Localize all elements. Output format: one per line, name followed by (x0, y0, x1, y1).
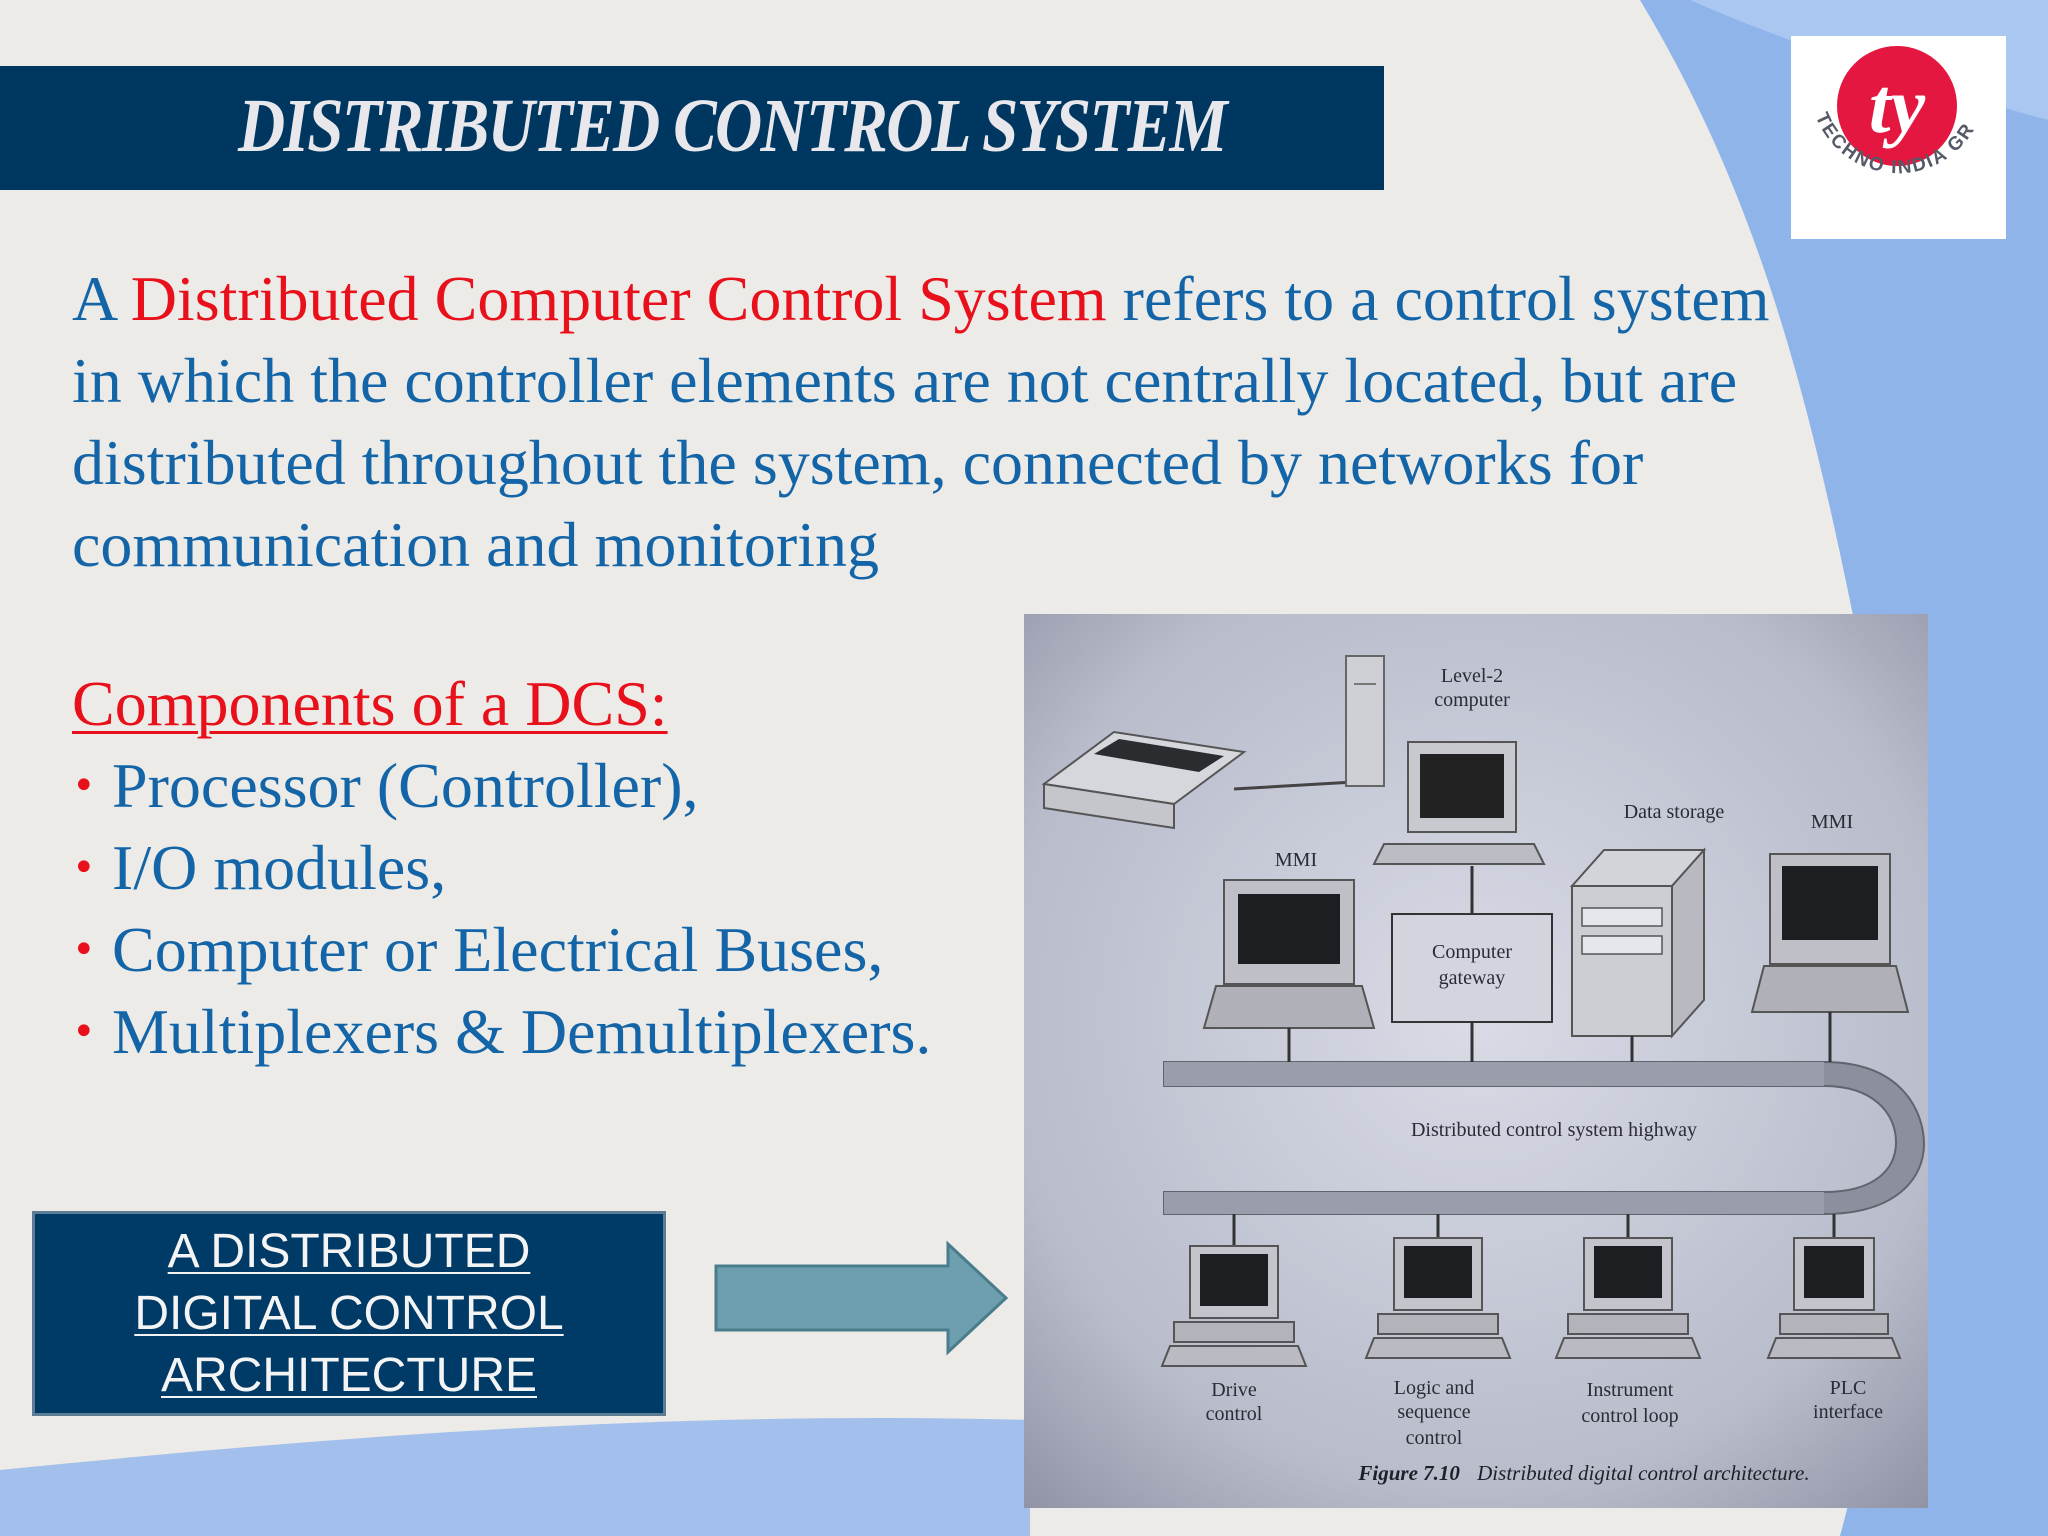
label-gateway-2: gateway (1439, 967, 1506, 989)
component-item: •Processor (Controller), (72, 745, 931, 827)
label-mmi-right: MMI (1811, 811, 1853, 833)
intro-highlight: Distributed Computer Control System (130, 263, 1107, 334)
label-plc-1: PLC (1830, 1377, 1867, 1399)
logic-sequence-computer-icon (1364, 1214, 1512, 1359)
techno-india-logo: ty TECHNO INDIA GROUP (1783, 20, 2006, 239)
level2-computer-icon (1372, 741, 1546, 865)
architecture-label-text: A DISTRIBUTED DIGITAL CONTROL ARCHITECTU… (134, 1224, 564, 1402)
dcs-architecture-figure: Level-2 computer Computer gateway MMI Da… (1024, 614, 1928, 1508)
label-instrument-2: control loop (1581, 1405, 1678, 1427)
bullet-icon: • (72, 845, 96, 891)
label-plc-2: interface (1813, 1401, 1883, 1423)
background-wave-bottom (0, 1418, 1030, 1536)
figure-caption-number: Figure 7.10 (1357, 1461, 1460, 1485)
bullet-icon: • (72, 927, 96, 973)
intro-rest: refers to a control system in which the … (72, 263, 1770, 580)
label-gateway-1: Computer (1432, 941, 1512, 963)
drive-control-computer-icon (1160, 1214, 1308, 1367)
plc-interface-computer-icon (1766, 1214, 1902, 1359)
background-wave-right (1640, 0, 2048, 1536)
title-bar (0, 66, 1384, 190)
slide-title: DISTRIBUTED CONTROL SYSTEM (238, 84, 1228, 168)
instrument-control-computer-icon (1554, 1214, 1702, 1359)
components-heading: Components of a DCS: (72, 668, 668, 739)
intro-lead: A (72, 263, 115, 334)
label-level2: Level-2 (1441, 665, 1503, 687)
mmi-right-computer-icon (1750, 853, 1910, 1013)
mmi-left-computer-icon (1202, 879, 1376, 1029)
intro-paragraph: A Distributed Computer Control System re… (72, 258, 1792, 586)
label-instrument-1: Instrument (1587, 1379, 1674, 1401)
label-drive-1: Drive (1211, 1379, 1257, 1401)
figure-caption-text: Distributed digital control architecture… (1476, 1461, 1809, 1485)
label-data-storage: Data storage (1624, 801, 1725, 823)
label-drive-2: control (1206, 1403, 1263, 1425)
label-computer: computer (1434, 689, 1510, 711)
label-highway: Distributed control system highway (1411, 1119, 1697, 1141)
component-item: •Multiplexers & Demultiplexers. (72, 991, 931, 1073)
level2-tower-icon (1345, 655, 1385, 787)
logo-glyph: ty (1869, 62, 1926, 149)
label-logic-1: Logic and (1394, 1377, 1475, 1399)
label-mmi-left: MMI (1275, 849, 1317, 871)
right-arrow-icon (714, 1240, 1009, 1356)
label-logic-3: control (1406, 1427, 1463, 1449)
printer-icon (1041, 730, 1247, 830)
figure-caption: Figure 7.10 Distributed digital control … (1357, 1461, 1809, 1485)
component-item: •Computer or Electrical Buses, (72, 909, 931, 991)
label-logic-2: sequence (1397, 1401, 1470, 1423)
logo-circle (1837, 46, 1957, 166)
data-storage-icon (1569, 847, 1707, 1039)
components-list: •Processor (Controller), •I/O modules, •… (72, 745, 931, 1073)
component-item: •I/O modules, (72, 827, 931, 909)
architecture-label-box: A DISTRIBUTED DIGITAL CONTROL ARCHITECTU… (32, 1211, 666, 1416)
gateway-box (1391, 913, 1553, 1023)
bullet-icon: • (72, 1009, 96, 1055)
bullet-icon: • (72, 763, 96, 809)
